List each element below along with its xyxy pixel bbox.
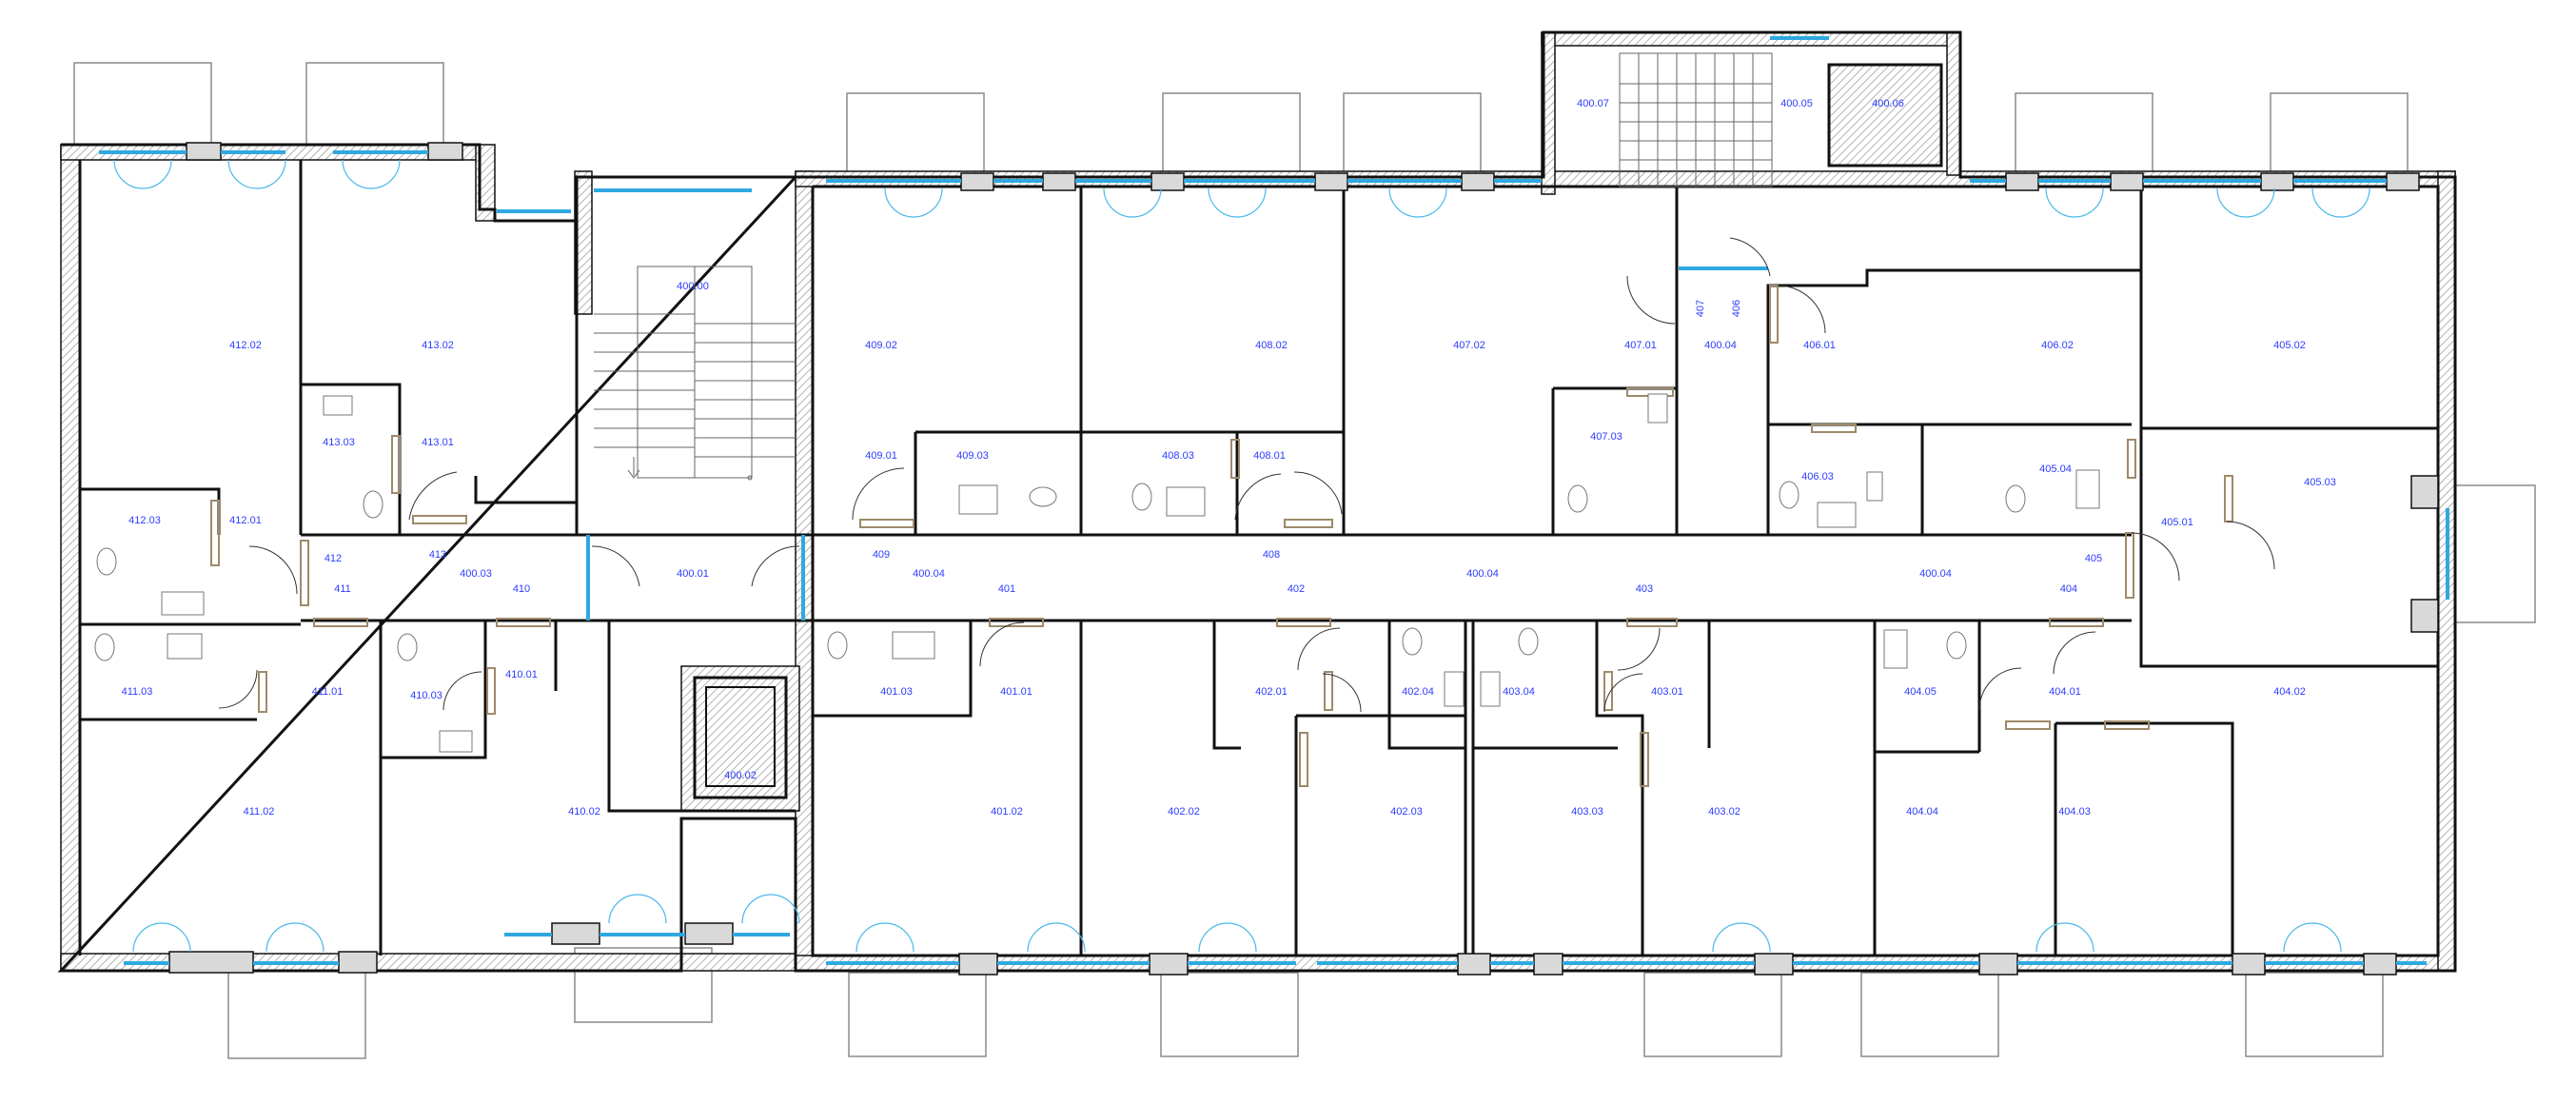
room-label: 405.02 — [2273, 340, 2306, 351]
stairs — [594, 52, 1773, 481]
door-frames — [210, 285, 2233, 787]
room-label: 409.02 — [865, 340, 897, 351]
room-label: 404 — [2060, 583, 2077, 595]
room-label: 409.01 — [865, 450, 897, 462]
room-label: 401.03 — [880, 686, 913, 698]
room-label: 401 — [998, 583, 1015, 595]
room-label: 410.01 — [505, 669, 538, 680]
room-label: 413.01 — [422, 437, 454, 448]
room-label: 408.03 — [1162, 450, 1194, 462]
room-label: 408 — [1263, 549, 1280, 561]
room-label: 407.03 — [1590, 431, 1622, 443]
room-label: 403.04 — [1503, 686, 1535, 698]
room-label: 410.03 — [410, 690, 442, 701]
room-label: 400.04 — [1704, 340, 1737, 351]
windows — [99, 36, 2449, 965]
room-label: 404.04 — [1906, 806, 1938, 818]
room-label: 405.04 — [2039, 463, 2072, 475]
door-swings — [218, 237, 2275, 713]
room-label: 412.01 — [229, 515, 262, 526]
room-label: 411 — [334, 583, 351, 595]
room-label: 409.03 — [956, 450, 989, 462]
room-label: 407.02 — [1453, 340, 1485, 351]
room-label: 405 — [2085, 553, 2102, 564]
room-label: 408.02 — [1255, 340, 1288, 351]
room-label: 404.03 — [2058, 806, 2091, 818]
room-label: 400.04 — [1919, 568, 1952, 580]
room-label: 407.01 — [1624, 340, 1657, 351]
elevator-shaft — [693, 676, 788, 799]
room-label: 400.00 — [677, 281, 709, 292]
room-label: 401.01 — [1000, 686, 1032, 698]
room-label: 410 — [513, 583, 530, 595]
room-label: 405.03 — [2304, 477, 2336, 488]
room-label: 410.02 — [568, 806, 600, 818]
room-label: 405.01 — [2161, 517, 2193, 528]
walls — [57, 30, 2457, 973]
room-label: 411.01 — [312, 686, 344, 698]
room-label: 406.01 — [1803, 340, 1836, 351]
balconies — [73, 62, 2536, 1059]
room-label: 404.02 — [2273, 686, 2306, 698]
room-label: 406 — [1731, 300, 1742, 317]
room-label: 406.03 — [1801, 471, 1834, 483]
room-label: 401.02 — [991, 806, 1023, 818]
room-label: 403.02 — [1708, 806, 1740, 818]
room-label: 403.03 — [1571, 806, 1603, 818]
room-label: 412.02 — [229, 340, 262, 351]
room-label: 411.02 — [244, 806, 275, 818]
room-label: 404.01 — [2049, 686, 2081, 698]
room-label: 408.01 — [1253, 450, 1286, 462]
room-label: 402.01 — [1255, 686, 1288, 698]
room-label: 409 — [873, 549, 890, 561]
room-label: 407 — [1695, 300, 1706, 317]
room-label: 400.04 — [913, 568, 945, 580]
room-label: 412 — [324, 553, 342, 564]
room-label: 403.01 — [1651, 686, 1683, 698]
room-label: 406.02 — [2041, 340, 2074, 351]
room-label: 402.04 — [1402, 686, 1434, 698]
room-label: 400.01 — [677, 568, 709, 580]
window-swings — [113, 159, 2370, 953]
room-label: 413.03 — [323, 437, 355, 448]
room-label: 400.02 — [724, 770, 757, 781]
room-label: 411.03 — [122, 686, 153, 698]
room-label: 413.02 — [422, 340, 454, 351]
room-label: 403 — [1636, 583, 1653, 595]
room-label: 402.02 — [1168, 806, 1200, 818]
room-label: 402.03 — [1390, 806, 1423, 818]
room-label: 400.07 — [1577, 98, 1609, 109]
room-label: 413 — [429, 549, 446, 561]
room-label: 400.06 — [1872, 98, 1904, 109]
room-label: 402 — [1288, 583, 1305, 595]
room-label: 412.03 — [128, 515, 161, 526]
room-label: 400.05 — [1780, 98, 1813, 109]
room-label: 404.05 — [1904, 686, 1937, 698]
room-labels: 412.02 413.02 400.00 409.02 408.02 407.0… — [122, 98, 2336, 818]
fixtures — [94, 393, 2100, 753]
room-label: 400.04 — [1466, 568, 1499, 580]
room-label: 400.03 — [460, 568, 492, 580]
